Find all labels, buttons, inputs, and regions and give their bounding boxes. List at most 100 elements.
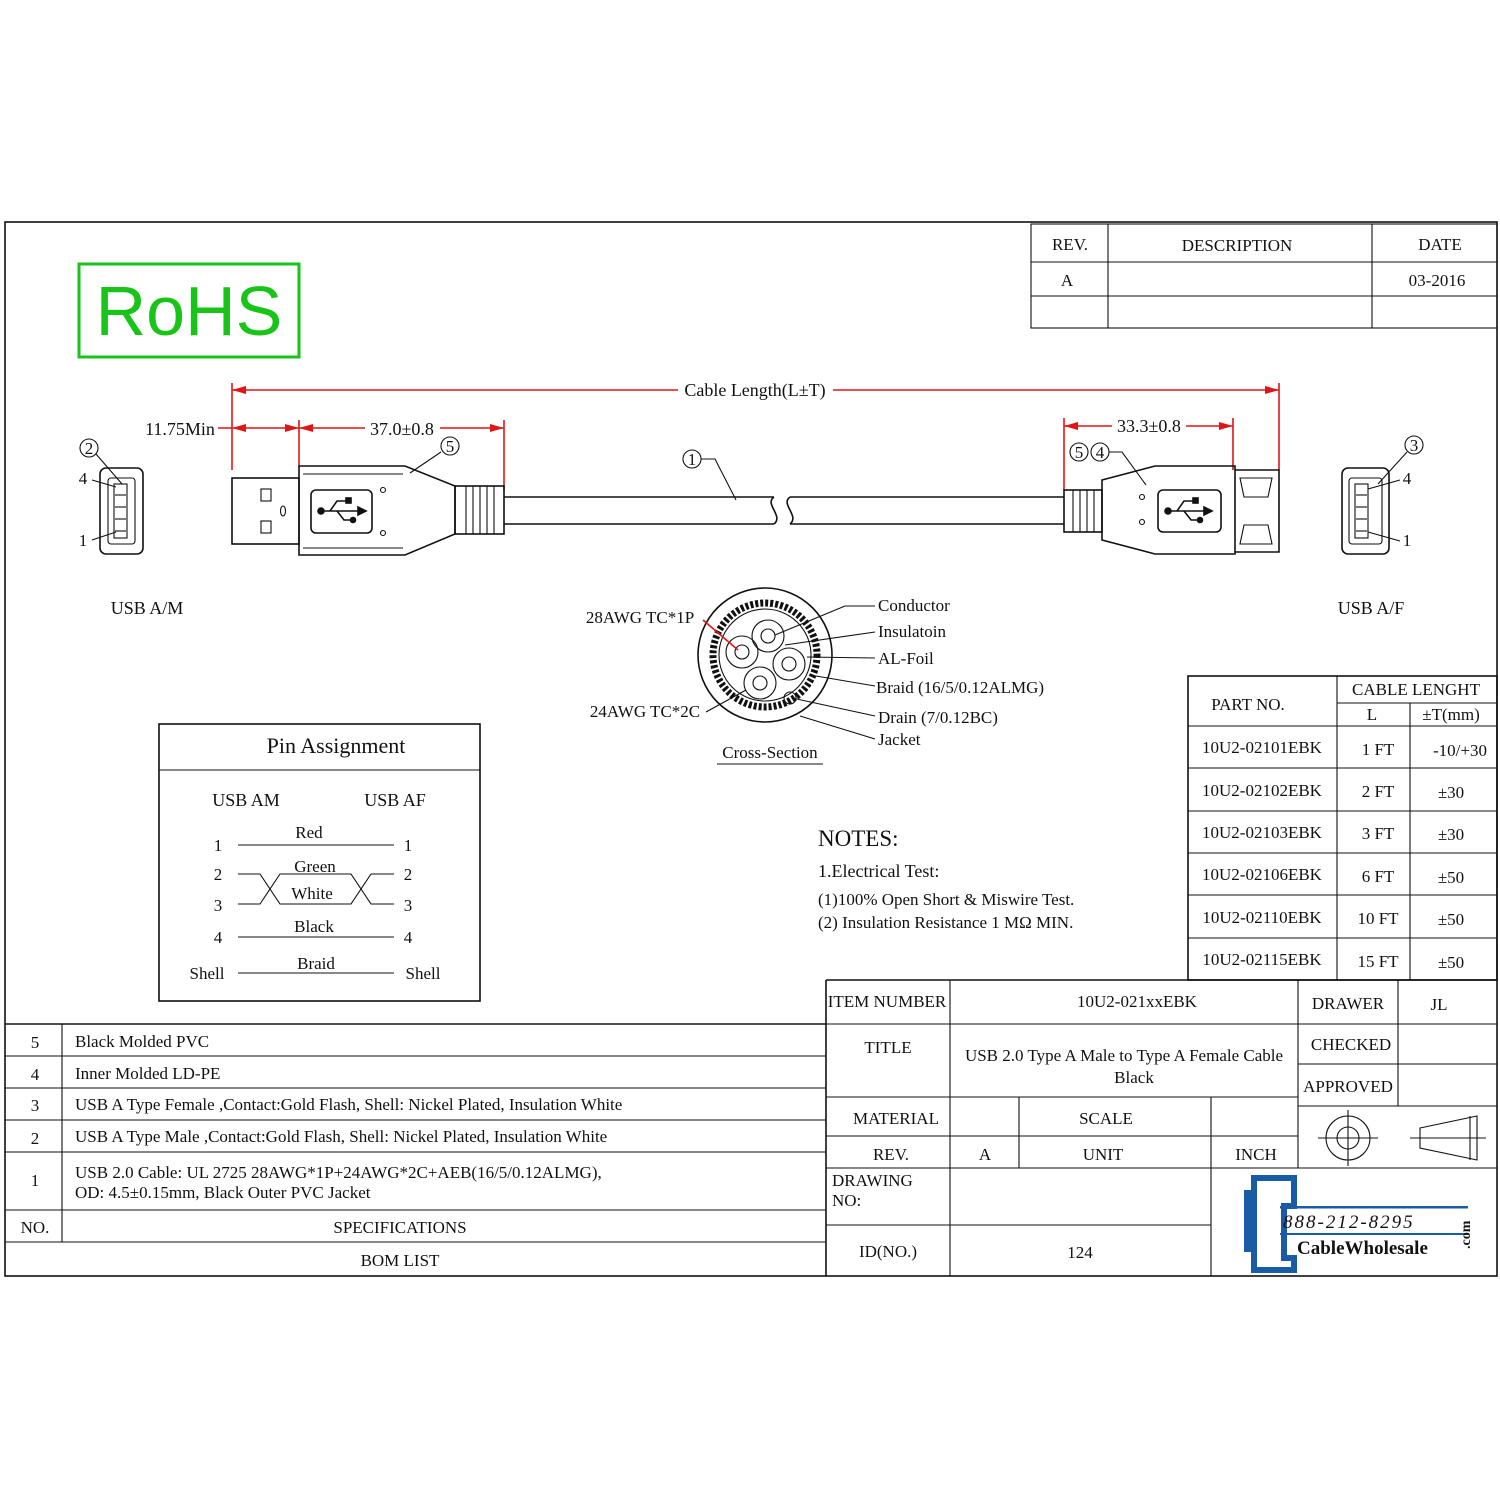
- part-row-2-t: ±30: [1438, 783, 1464, 802]
- logo-dotcom: .com: [1459, 1220, 1474, 1249]
- cs-braid-label: Braid (16/5/0.12ALMG): [876, 678, 1044, 697]
- usb-female-connector: 5 4: [1063, 442, 1280, 555]
- pin-col-am: USB AM: [212, 790, 280, 810]
- cs-24awg-label: 24AWG TC*2C: [590, 702, 700, 721]
- pin-right-4: 4: [404, 928, 413, 947]
- cs-foil-label: AL-Foil: [878, 649, 934, 668]
- notes-heading: NOTES:: [818, 826, 899, 851]
- cable-length-header: CABLE LENGHT: [1352, 680, 1481, 699]
- logo-brand: CableWholesale: [1297, 1238, 1428, 1259]
- rev-header: REV.: [1052, 235, 1088, 254]
- pin-assignment-title: Pin Assignment: [267, 733, 406, 758]
- approved-label: APPROVED: [1303, 1077, 1393, 1096]
- part-row-6-l: 15 FT: [1357, 952, 1399, 971]
- notes-line-2: (1)100% Open Short & Miswire Test.: [818, 890, 1074, 909]
- cable-body: 1: [504, 449, 1064, 525]
- bom-no-5: 5: [31, 1033, 40, 1052]
- part-row-4: 10U2-02106EBK: [1202, 865, 1323, 884]
- pin-right-1: 1: [404, 836, 413, 855]
- drawing-no-label-1: DRAWING: [832, 1171, 913, 1190]
- rohs-badge: [77, 262, 301, 359]
- rohs-text: RoHS: [96, 272, 283, 350]
- pin-right-shell: Shell: [406, 964, 441, 983]
- usb-trident-icon-female: [1164, 497, 1214, 524]
- cs-conductor-label: Conductor: [878, 596, 950, 615]
- notes: NOTES: 1.Electrical Test: (1)100% Open S…: [818, 826, 1074, 932]
- revision-table: REV. DESCRIPTION DATE A 03-2016: [1030, 223, 1498, 329]
- cs-insulation-label: Insulatoin: [878, 622, 946, 641]
- part-number-table: PART NO. CABLE LENGHT L ±T(mm) 10U2-0210…: [1187, 675, 1498, 981]
- male-dim-label: 37.0±0.8: [370, 419, 434, 439]
- callout-1: 1: [688, 450, 697, 469]
- usb-am-label: USB A/M: [111, 598, 184, 618]
- cablewholesale-logo: 888-212-8295 CableWholesale .com: [1244, 1175, 1474, 1273]
- wire-black: Black: [294, 917, 334, 936]
- unit-label: UNIT: [1083, 1145, 1124, 1164]
- pin-left-2: 2: [214, 865, 223, 884]
- bom-spec-2: USB A Type Male ,Contact:Gold Flash, She…: [75, 1127, 607, 1146]
- bom-footer: BOM LIST: [361, 1251, 440, 1270]
- part-row-4-t: ±50: [1438, 868, 1464, 887]
- cable-length-label: Cable Length(L±T): [684, 380, 825, 401]
- t-header: ±T(mm): [1422, 705, 1479, 724]
- part-row-5-l: 10 FT: [1357, 909, 1399, 928]
- part-row-5: 10U2-02110EBK: [1202, 908, 1322, 927]
- date-header: DATE: [1418, 235, 1461, 254]
- usb-am-pin-bottom: 1: [79, 531, 88, 550]
- bom-spec-1-line2: OD: 4.5±0.15mm, Black Outer PVC Jacket: [75, 1183, 371, 1202]
- bom-header-spec: SPECIFICATIONS: [333, 1218, 466, 1237]
- pin-col-af: USB AF: [364, 790, 426, 810]
- usb-af-end-view: 3 4 1 USB A/F: [1338, 435, 1424, 618]
- part-row-1-t: -10/+30: [1433, 741, 1487, 760]
- item-number-label: ITEM NUMBER: [828, 992, 947, 1011]
- title-line-2: Black: [1114, 1068, 1154, 1087]
- dimension-lines: Cable Length(L±T) 11.75Min 37.0±0.8 33.3…: [145, 380, 1280, 490]
- wire-braid: Braid: [297, 954, 335, 973]
- description-header: DESCRIPTION: [1182, 236, 1293, 255]
- callout-4: 4: [1096, 443, 1105, 462]
- logo-phone: 888-212-8295: [1283, 1212, 1415, 1233]
- item-number-value: 10U2-021xxEBK: [1077, 992, 1198, 1011]
- part-no-header: PART NO.: [1211, 695, 1285, 714]
- part-row-3: 10U2-02103EBK: [1202, 823, 1323, 842]
- l-header: L: [1367, 705, 1377, 724]
- bom-spec-5: Black Molded PVC: [75, 1032, 209, 1051]
- projection-symbol-icon: [1318, 1110, 1486, 1166]
- part-row-4-l: 6 FT: [1362, 867, 1395, 886]
- bom-spec-3: USB A Type Female ,Contact:Gold Flash, S…: [75, 1095, 622, 1114]
- bom-no-4: 4: [31, 1065, 40, 1084]
- usb-af-pin-bottom: 1: [1403, 531, 1412, 550]
- title-block: ITEM NUMBER 10U2-021xxEBK DRAWER JL TITL…: [826, 979, 1497, 1276]
- wire-green: Green: [294, 857, 336, 876]
- scale-label: SCALE: [1079, 1109, 1133, 1128]
- part-row-1: 10U2-02101EBK: [1202, 738, 1323, 757]
- pin-assignment-box: Pin Assignment USB AM USB AF 1 Red 1 2 G…: [158, 723, 481, 1002]
- usb-trident-icon: [317, 497, 368, 524]
- bom-no-3: 3: [31, 1096, 40, 1115]
- unit-value: INCH: [1235, 1145, 1277, 1164]
- checked-label: CHECKED: [1311, 1035, 1391, 1054]
- cs-28awg-label: 28AWG TC*1P: [586, 608, 694, 627]
- bom-no-2: 2: [31, 1129, 40, 1148]
- part-row-2: 10U2-02102EBK: [1202, 781, 1323, 800]
- bom-spec-4: Inner Molded LD-PE: [75, 1064, 220, 1083]
- pin-left-shell: Shell: [190, 964, 225, 983]
- pin-left-1: 1: [214, 836, 223, 855]
- callout-5-left: 5: [446, 437, 455, 456]
- wire-red: Red: [295, 823, 323, 842]
- bom-no-1: 1: [31, 1171, 40, 1190]
- rev-value: A: [1061, 271, 1074, 290]
- bom-spec-1: USB 2.0 Cable: UL 2725 28AWG*1P+24AWG*2C…: [75, 1163, 602, 1182]
- pin-right-2: 2: [404, 865, 413, 884]
- bom-list: 5 Black Molded PVC 4 Inner Molded LD-PE …: [5, 980, 827, 1276]
- callout-5-right: 5: [1075, 443, 1084, 462]
- min-length-label: 11.75Min: [145, 419, 215, 439]
- usb-am-pin-top: 4: [79, 469, 88, 488]
- female-dim-label: 33.3±0.8: [1117, 416, 1181, 436]
- rev-value-tb: A: [979, 1145, 992, 1164]
- cs-caption: Cross-Section: [722, 743, 818, 762]
- drawing-no-label-2: NO:: [832, 1191, 861, 1210]
- usb-male-connector: 5: [231, 436, 505, 556]
- pin-left-4: 4: [214, 928, 223, 947]
